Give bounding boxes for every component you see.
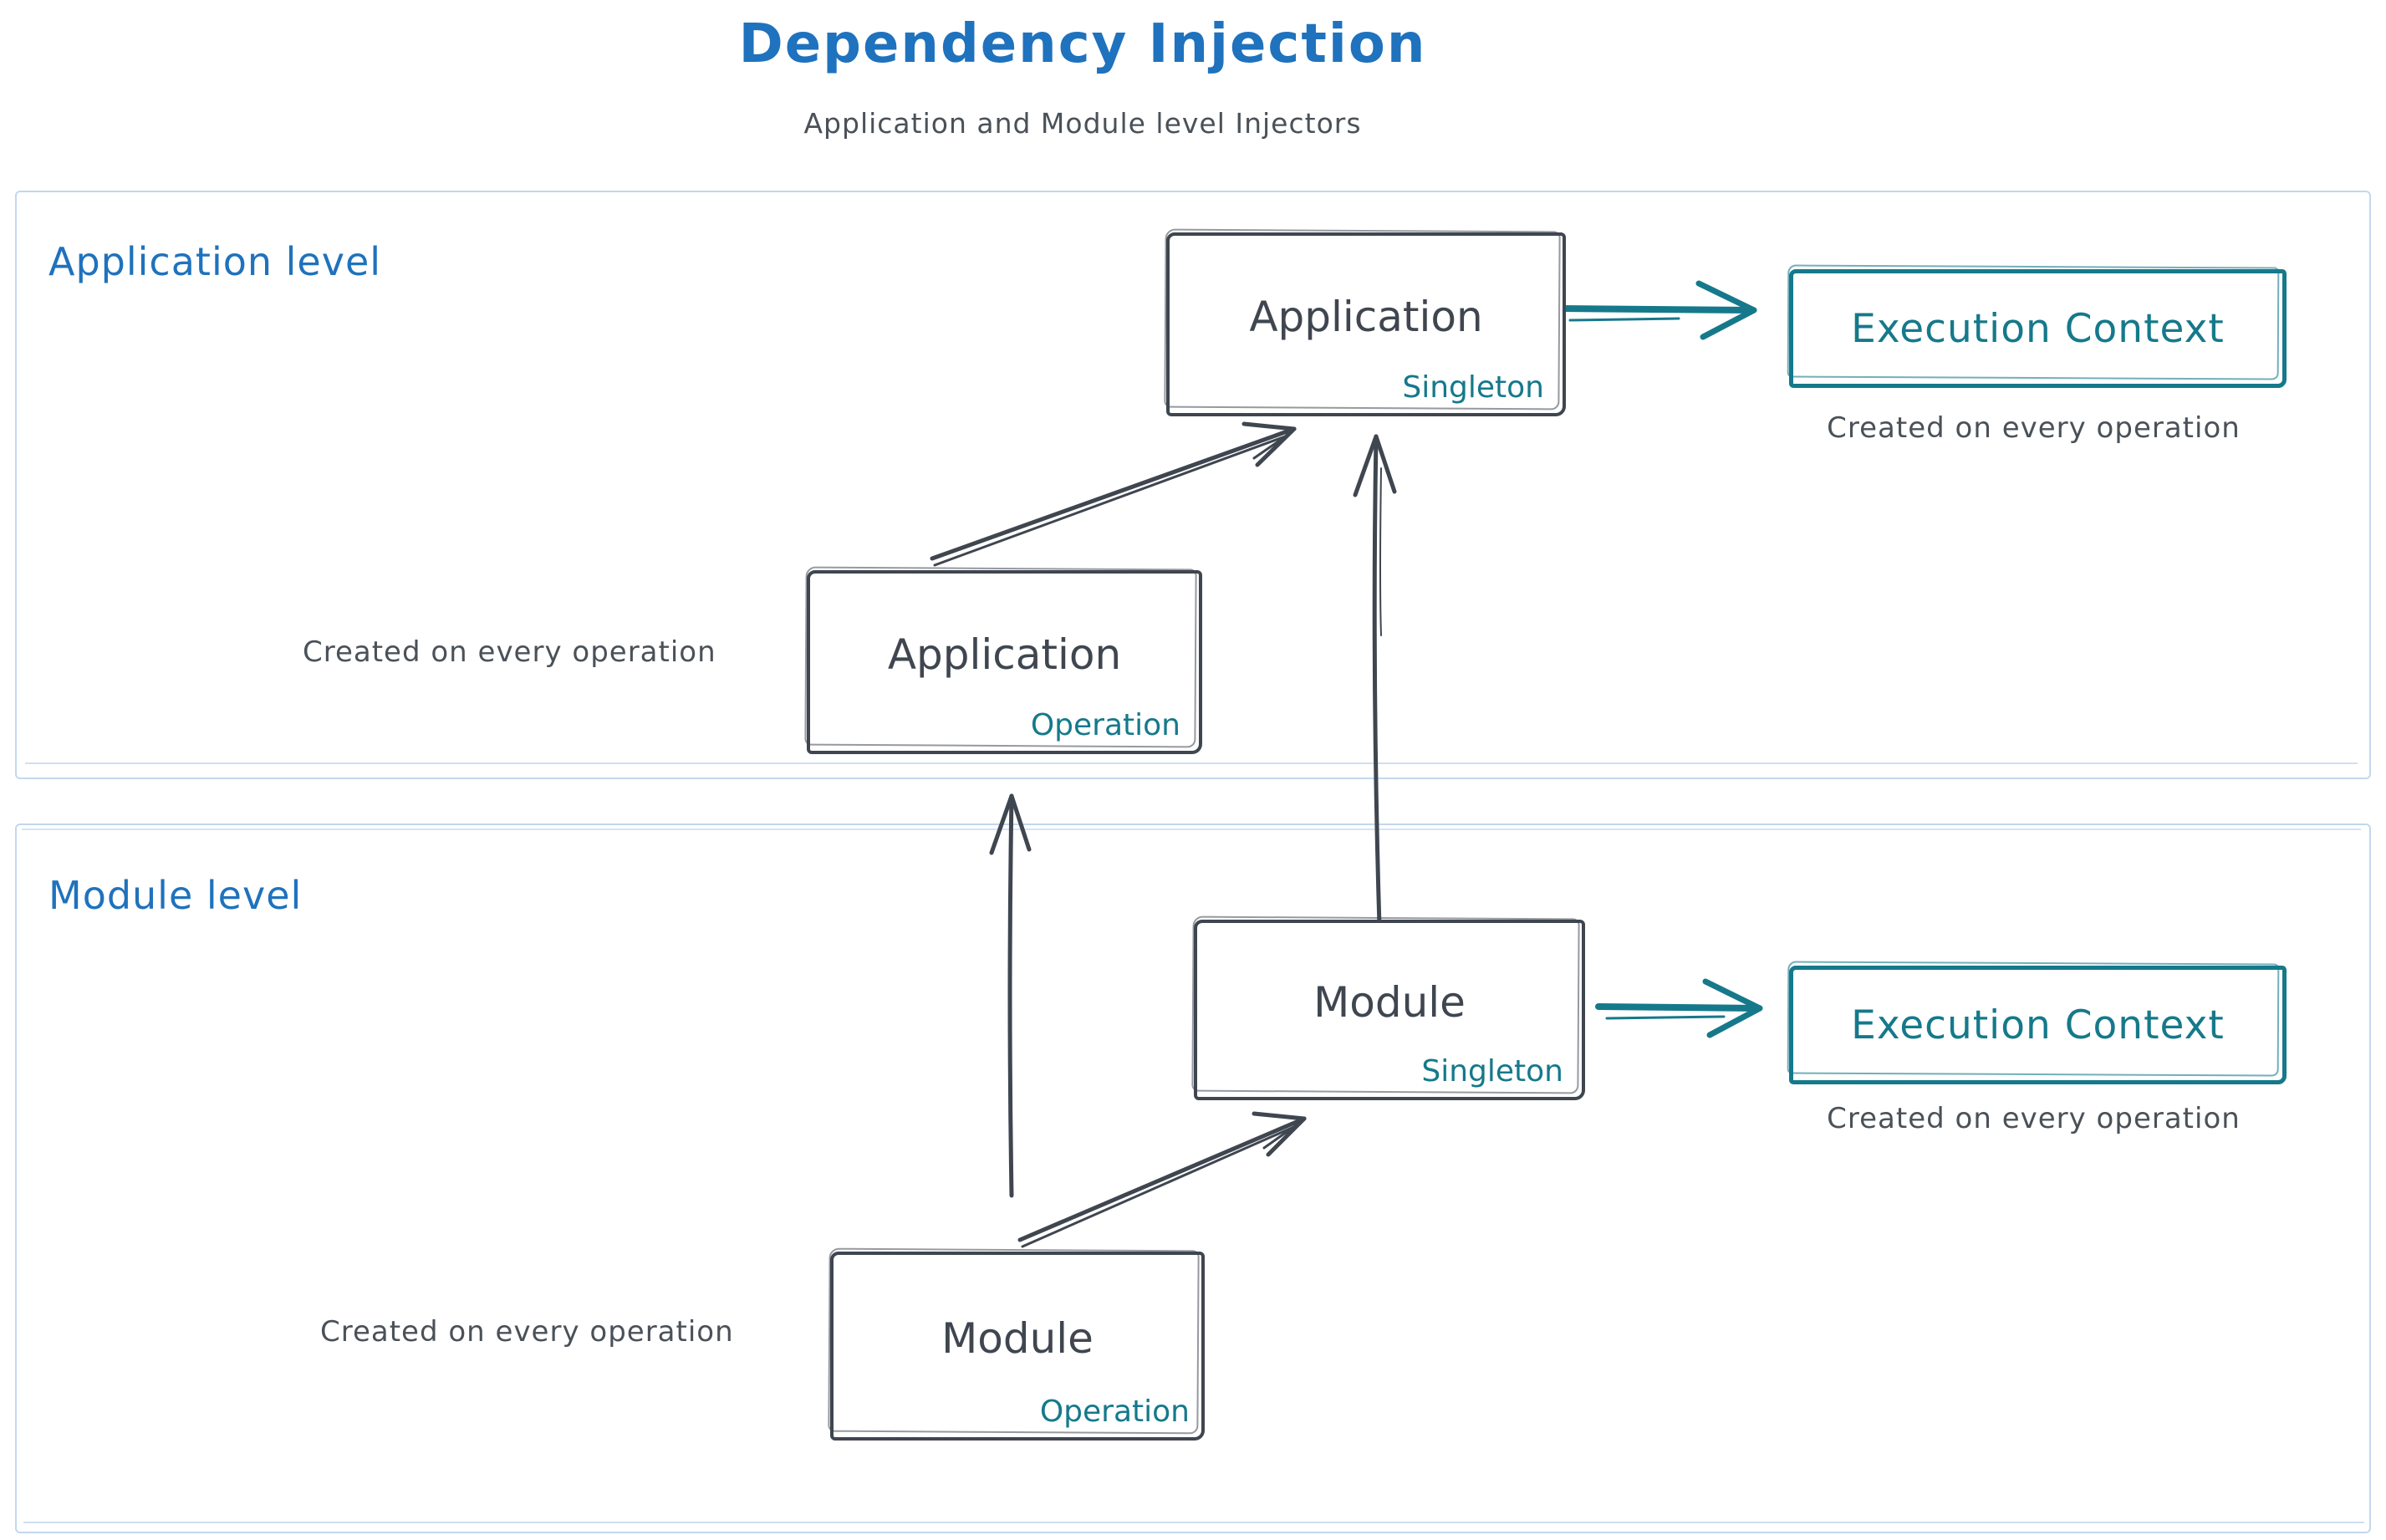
page-subtitle: Application and Module level Injectors: [803, 107, 1362, 140]
page-title: Dependency Injection: [738, 13, 1427, 75]
application-level-container: [15, 191, 2371, 779]
module-operation-name: Module: [941, 1314, 1094, 1363]
app-execution-context-box: Execution Context: [1789, 269, 2287, 388]
module-singleton-box: Module Singleton: [1194, 920, 1585, 1100]
app-execution-context-label: Execution Context: [1851, 305, 2225, 352]
module-singleton-name: Module: [1313, 978, 1466, 1027]
app-singleton-scope-tag: Singleton: [1402, 370, 1544, 405]
app-singleton-name: Application: [1249, 293, 1483, 341]
module-operation-scope-tag: Operation: [1039, 1395, 1190, 1429]
module-execution-context-label: Execution Context: [1851, 1002, 2225, 1048]
module-level-label: Module level: [48, 873, 303, 918]
module-operation-box: Module Operation: [830, 1252, 1205, 1441]
module-operation-caption: Created on every operation: [320, 1315, 734, 1349]
module-level-container: [15, 824, 2371, 1533]
application-level-label: Application level: [48, 239, 382, 284]
module-execution-context-box: Execution Context: [1789, 966, 2287, 1084]
app-operation-caption: Created on every operation: [303, 635, 716, 669]
module-singleton-scope-tag: Singleton: [1421, 1054, 1563, 1089]
module-execution-context-caption: Created on every operation: [1827, 1102, 2241, 1135]
app-operation-scope-tag: Operation: [1030, 708, 1180, 742]
app-operation-box: Application Operation: [807, 570, 1202, 754]
app-execution-context-caption: Created on every operation: [1827, 411, 2241, 445]
app-operation-name: Application: [887, 630, 1122, 679]
app-singleton-box: Application Singleton: [1166, 232, 1566, 416]
